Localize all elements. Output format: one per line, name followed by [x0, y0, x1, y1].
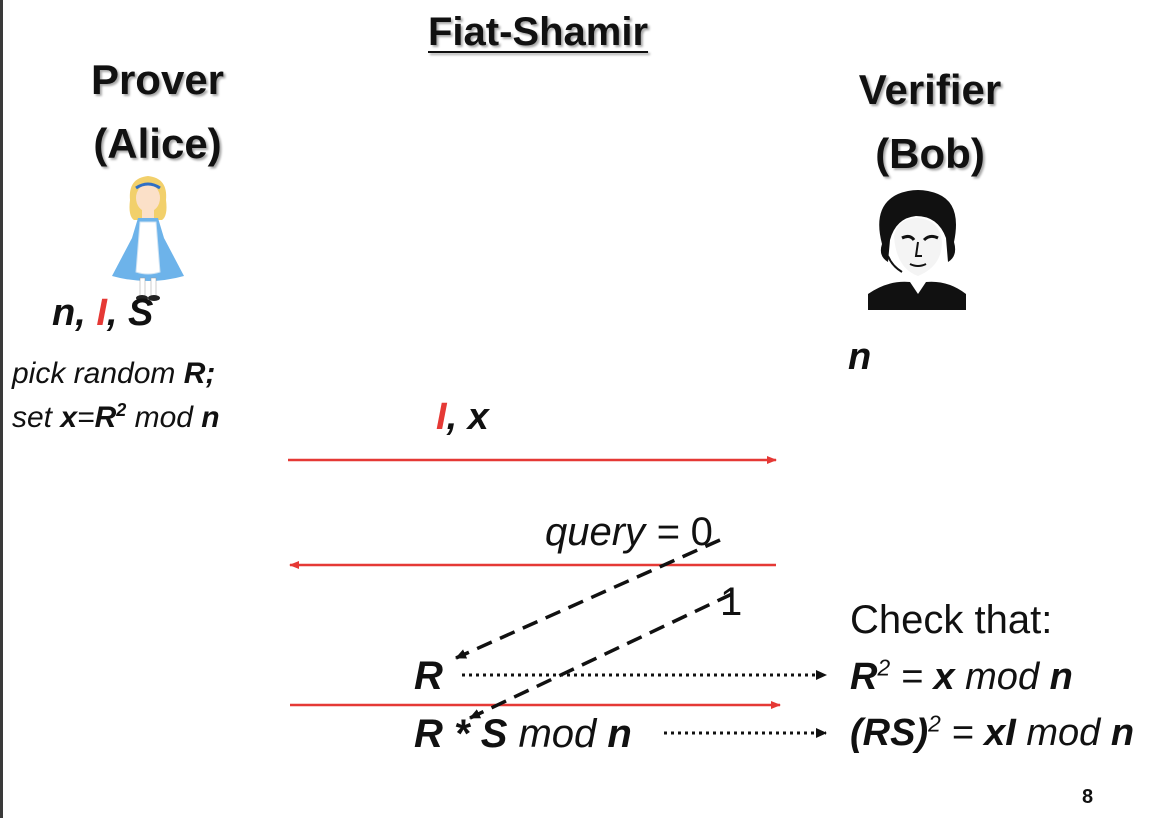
check-condition-1: R2 = x mod n: [850, 656, 1073, 699]
param-sep: ,: [75, 292, 97, 334]
prover-label: Prover (Alice): [70, 48, 245, 176]
c1-mod: mod: [954, 656, 1050, 698]
alice-step-1: pick random R;: [12, 352, 220, 396]
c2-rs: (RS): [850, 712, 929, 754]
rs-r: R: [414, 712, 443, 756]
query-zero: 0: [690, 510, 713, 554]
message-x: , x: [446, 396, 489, 438]
step-var-n: n: [201, 401, 220, 434]
verifier-name: (Bob): [875, 130, 985, 177]
alice-parameters: n, I, S: [52, 292, 153, 335]
c1-r: R: [850, 656, 878, 698]
param-s: S: [128, 292, 154, 334]
dashed-query-one-to-rs: [469, 592, 733, 720]
step-var-x: x: [60, 401, 78, 434]
step-punct: ;: [205, 357, 216, 390]
alice-portrait-icon: [112, 176, 184, 301]
page-number: 8: [1082, 786, 1094, 808]
response-rs: R * S mod n: [414, 712, 632, 757]
slide-left-border: [0, 0, 3, 818]
dashed-query-zero-to-r: [455, 538, 721, 660]
verifier-label: Verifier (Bob): [840, 58, 1020, 186]
step-mod: mod: [126, 401, 202, 434]
step-eq: =: [77, 401, 95, 434]
rs-star: *: [442, 712, 481, 756]
c1-x: x: [933, 656, 955, 698]
c2-exponent: 2: [928, 710, 941, 737]
param-sep: ,: [106, 292, 129, 334]
query-label: query = 0: [545, 510, 713, 555]
step-text: pick random: [12, 357, 184, 390]
step-var-r: R: [183, 357, 206, 390]
c2-eq: =: [940, 712, 985, 754]
c2-xi: xI: [984, 712, 1016, 754]
query-one: 1: [720, 580, 743, 624]
step-var-r: R: [94, 401, 117, 434]
c2-n: n: [1110, 712, 1135, 754]
check-condition-2: (RS)2 = xI mod n: [850, 712, 1134, 755]
c1-n: n: [1049, 656, 1073, 698]
bob-parameter: n: [848, 336, 872, 378]
rs-s: S: [480, 712, 508, 756]
alice-steps: pick random R; set x=R2 mod n: [12, 352, 220, 440]
slide-title: Fiat-Shamir: [428, 10, 649, 54]
step-text: set: [12, 401, 61, 434]
prover-role: Prover: [90, 56, 225, 103]
rs-mod: mod: [507, 712, 608, 756]
c1-exponent: 2: [877, 654, 891, 681]
bob-portrait-icon: [868, 186, 966, 310]
response-r: R: [414, 654, 443, 698]
message-i: I: [436, 396, 447, 438]
message-commitment: I, x: [436, 396, 489, 439]
check-title: Check that:: [850, 598, 1053, 642]
c2-mod: mod: [1015, 712, 1111, 754]
verifier-role: Verifier: [858, 66, 1002, 113]
c1-eq: =: [890, 656, 934, 698]
param-i: I: [96, 292, 107, 334]
query-text: query =: [545, 510, 691, 554]
prover-name: (Alice): [93, 120, 222, 167]
step-exponent: 2: [116, 400, 127, 420]
rs-n: n: [607, 712, 632, 756]
alice-step-2: set x=R2 mod n: [12, 396, 220, 440]
param-n: n: [52, 292, 76, 334]
